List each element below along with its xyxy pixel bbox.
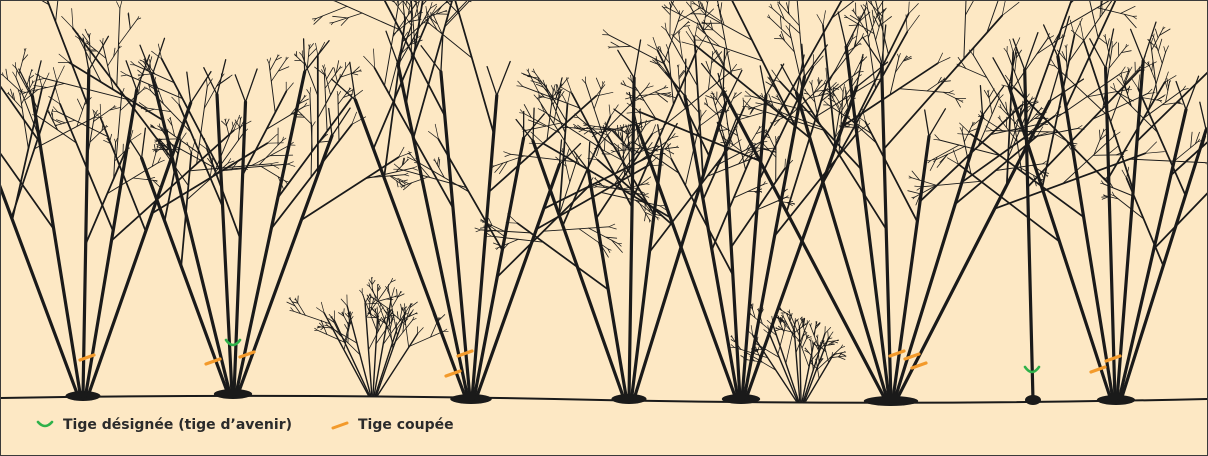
legend-label-cut: Tige coupée [358,417,454,433]
shrubs-layer [1,1,1207,406]
shrub-3 [287,277,448,395]
shrub-1 [1,1,295,401]
green-arc-icon [35,418,55,432]
shrub-4 [312,1,666,404]
shrub-2 [21,1,418,399]
shrub-10 [908,1,1207,405]
legend-item-cut-stem: Tige coupée [330,413,454,437]
cut-mark-shrub-8-1 [890,351,904,356]
designated-mark-shrub-2 [226,340,240,345]
legend-item-designated-stem: Tige désignée (tige d’avenir) [35,413,292,437]
orange-dash-icon [330,418,350,432]
legend-label-designated: Tige désignée (tige d’avenir) [63,417,292,433]
shrub-6 [491,1,966,404]
